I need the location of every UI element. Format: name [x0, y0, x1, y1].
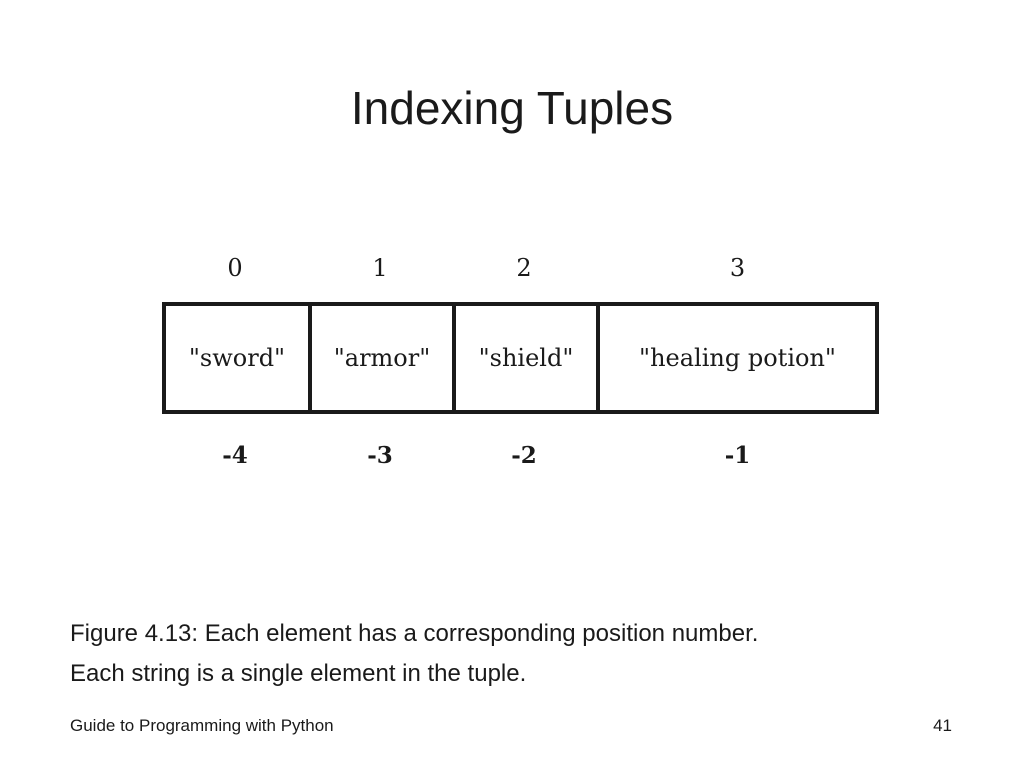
positive-index: 1	[372, 254, 388, 282]
negative-index: -3	[367, 442, 393, 469]
positive-index-row: 0 1 2 3	[162, 250, 879, 286]
positive-index: 0	[227, 254, 243, 282]
negative-index-row: -4 -3 -2 -1	[162, 438, 879, 474]
caption-line: Each string is a single element in the t…	[70, 660, 527, 687]
positive-index: 3	[729, 254, 746, 282]
negative-index: -4	[222, 442, 248, 469]
footer-title: Guide to Programming with Python	[70, 716, 334, 735]
slide-title: Indexing Tuples	[350, 82, 674, 134]
tuple-diagram: 0 1 2 3 "sword" "armor" "shield" "healin…	[162, 250, 879, 474]
tuple-element: "shield"	[452, 306, 596, 410]
negative-index: -2	[511, 442, 537, 469]
caption-line: Figure 4.13: Each element has a correspo…	[70, 620, 759, 647]
page-number: 41	[933, 716, 952, 735]
tuple-box: "sword" "armor" "shield" "healing potion…	[162, 302, 879, 414]
tuple-element: "sword"	[188, 344, 286, 372]
positive-index: 2	[516, 254, 532, 282]
tuple-element: "armor"	[308, 306, 452, 410]
negative-index: -1	[724, 442, 751, 469]
tuple-element: "healing potion"	[596, 306, 875, 410]
figure-caption: Figure 4.13: Each element has a correspo…	[70, 614, 758, 694]
